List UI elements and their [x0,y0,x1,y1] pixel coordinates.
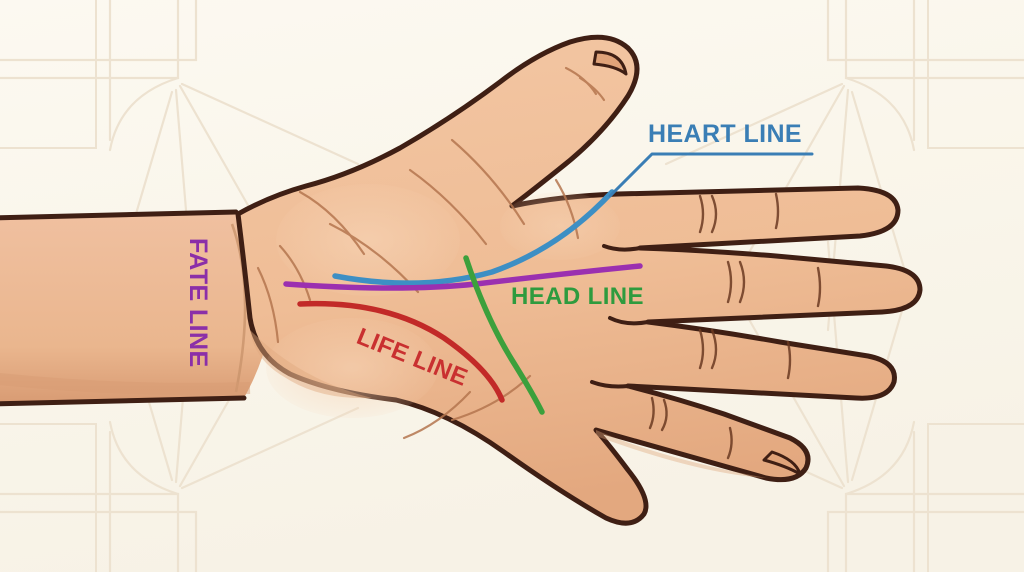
forearm [0,209,273,407]
hand-silhouette [235,34,923,526]
heart-line-stroke [332,189,615,286]
life-line-stroke [297,300,505,403]
heart-line-leader [608,152,814,198]
head-line-stroke [463,255,545,415]
